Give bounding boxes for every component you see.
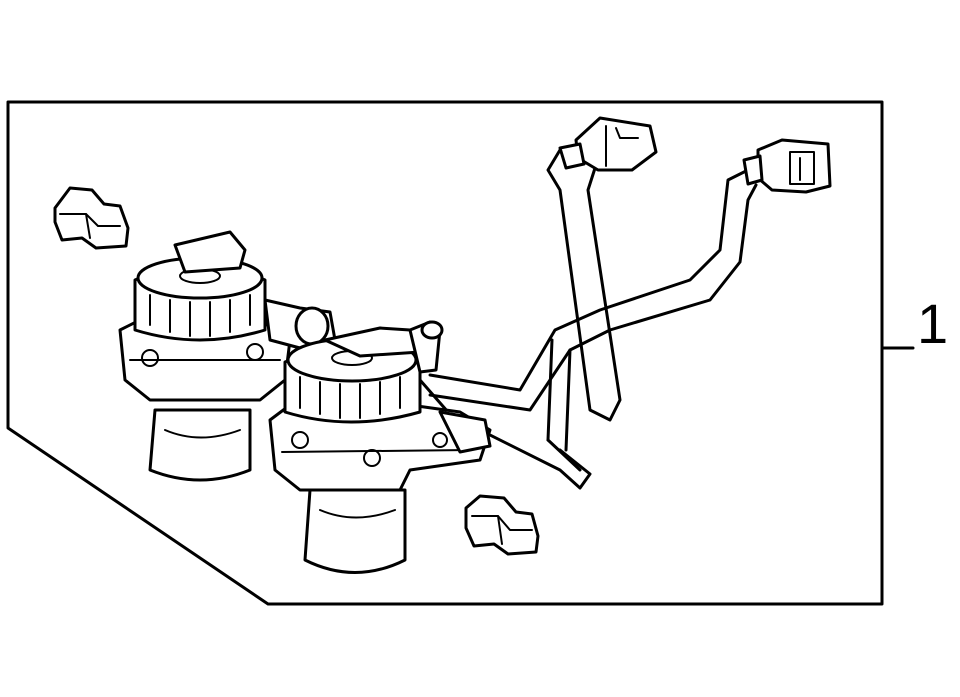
air-pump-left [118,230,337,482]
wiring-harness [418,148,758,490]
connector-left [558,116,658,172]
callout-number: 1 [917,292,949,355]
air-pump-right [268,320,492,574]
connector-right [742,138,832,194]
assembly-frame [6,100,884,606]
bracket-upper-left [53,186,130,250]
bracket-lower-right [464,494,540,556]
